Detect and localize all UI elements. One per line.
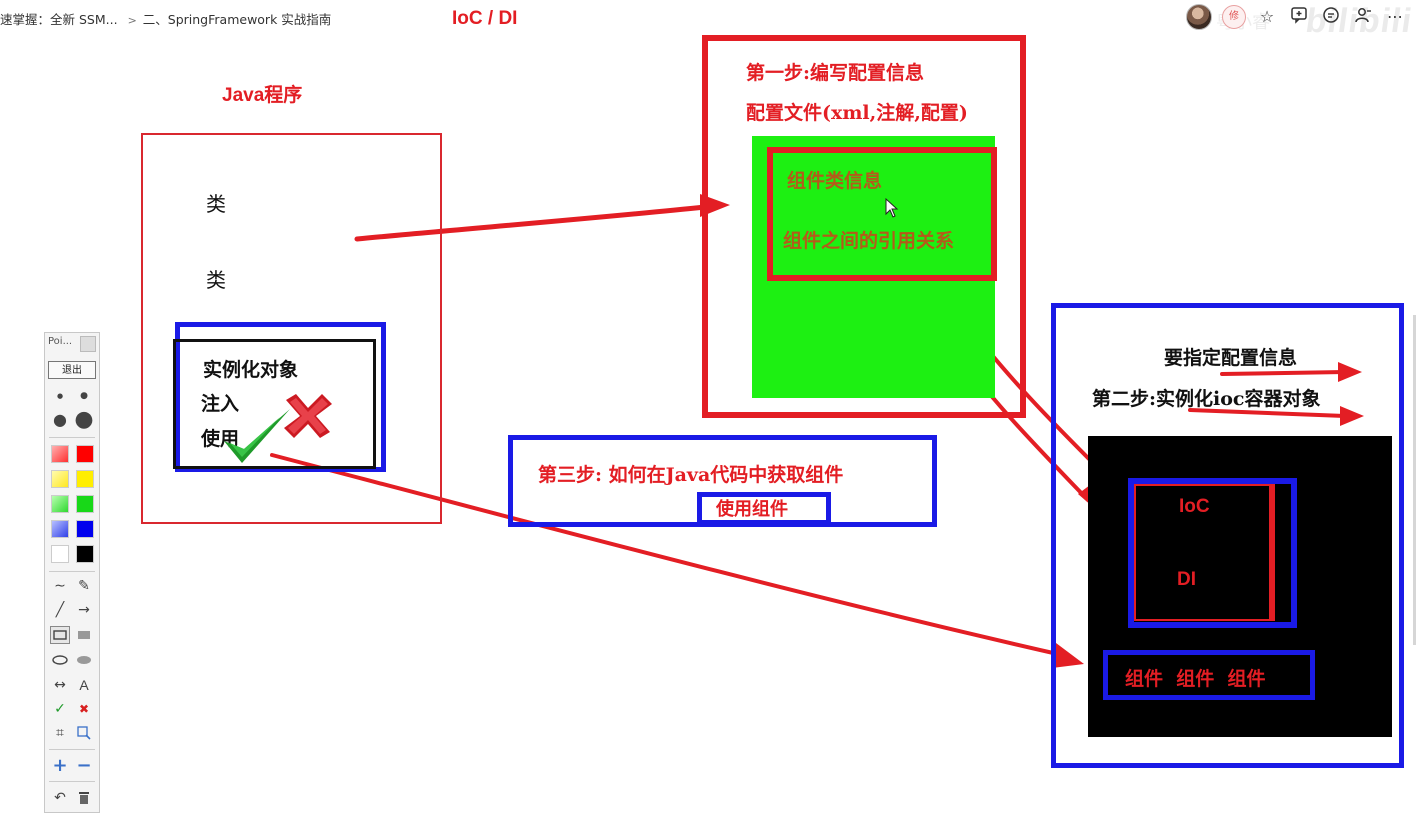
check-mark-icon[interactable]: ✓: [54, 701, 66, 717]
rectangle-icon[interactable]: [50, 626, 70, 644]
component-info-box: [767, 147, 997, 281]
breadcrumb: 速掌握：全新 SSM... > 二、SpringFramework 实战指南: [0, 9, 331, 28]
ioc-di-red-box: [1134, 484, 1275, 621]
chat-icon[interactable]: [1320, 6, 1342, 28]
pen-size-large-icon[interactable]: ●: [53, 409, 67, 429]
arrow-icon[interactable]: →: [78, 602, 90, 618]
swatch-white[interactable]: [51, 545, 69, 563]
config-green-area: [752, 136, 995, 398]
ioc-label: IoC: [1179, 496, 1210, 517]
pen-size-medium-icon[interactable]: ●: [80, 391, 88, 401]
avatar[interactable]: [1186, 4, 1212, 30]
exit-button[interactable]: 退出: [48, 361, 96, 379]
zoom-in-icon[interactable]: +: [52, 754, 68, 776]
more-icon[interactable]: ⋯: [1387, 7, 1403, 26]
close-icon: [284, 394, 332, 438]
step2-text: 第二步:实例化ioc容器对象: [1092, 388, 1321, 410]
usage-box-black: [173, 339, 376, 469]
components-blue-box: [1103, 650, 1315, 700]
swatch-yellow[interactable]: [76, 470, 94, 488]
swatch-green[interactable]: [76, 495, 94, 513]
component-info-text: 组件类信息: [787, 170, 883, 192]
line-icon[interactable]: ╱: [55, 602, 65, 618]
toolbox-title: Poi...: [48, 336, 73, 347]
swatch-light-red[interactable]: [51, 445, 69, 463]
page-title: IoC / DI: [452, 8, 518, 29]
component-references-text: 组件之间的引用关系: [783, 230, 955, 252]
check-icon: [224, 409, 290, 463]
usage-box-blue: [175, 322, 386, 472]
toolbox-divider: [49, 571, 95, 572]
filled-ellipse-icon[interactable]: [74, 651, 94, 669]
zoom-icon[interactable]: [74, 724, 94, 742]
class-label-1: 类: [206, 192, 226, 216]
freehand-icon[interactable]: ∼: [54, 578, 66, 594]
toolbox-close-button[interactable]: [80, 336, 96, 352]
use-component-text: 使用组件: [716, 499, 788, 520]
filled-rectangle-icon[interactable]: [74, 626, 94, 644]
ellipse-icon[interactable]: [50, 651, 70, 669]
pen-size-small-icon[interactable]: ●: [56, 392, 64, 400]
config-box: [702, 35, 1026, 418]
java-program-box: [141, 133, 442, 524]
swatch-light-blue[interactable]: [51, 520, 69, 538]
java-program-label: Java程序: [222, 85, 303, 106]
mouse-cursor-icon: [885, 198, 899, 218]
ioc-container-black: [1088, 436, 1392, 737]
class-label-2: 类: [206, 268, 226, 292]
swatch-black[interactable]: [76, 545, 94, 563]
comment-icon[interactable]: [1288, 6, 1310, 28]
zoom-out-icon[interactable]: −: [76, 754, 92, 776]
step1-label: 第一步:编写配置信息: [746, 62, 925, 84]
swatch-light-green[interactable]: [51, 495, 69, 513]
toolbox-divider: [49, 781, 95, 782]
pointer-toolbox: Poi... 退出 ● ● ● ● ∼ ✎ ╱ →: [44, 332, 100, 813]
step3-text: 第三步: 如何在Java代码中获取组件: [538, 464, 844, 486]
edit-badge[interactable]: 修: [1222, 5, 1246, 29]
scrollbar[interactable]: [1413, 315, 1416, 645]
swatch-light-yellow[interactable]: [51, 470, 69, 488]
undo-icon[interactable]: ↶: [54, 790, 66, 806]
usage-line-inject: 注入: [201, 393, 240, 415]
text-tool-icon[interactable]: A: [79, 677, 89, 693]
top-toolbar: 修 ☆ ⋯: [1186, 4, 1406, 30]
double-arrow-icon[interactable]: ↔: [54, 677, 66, 693]
ioc-di-blue-box: [1128, 478, 1297, 628]
pen-size-xlarge-icon[interactable]: ●: [74, 406, 94, 432]
chevron-right-icon: >: [127, 14, 137, 27]
user-settings-icon[interactable]: [1352, 6, 1374, 28]
trash-icon[interactable]: [74, 789, 94, 807]
swatch-blue[interactable]: [76, 520, 94, 538]
toolbox-divider: [49, 749, 95, 750]
breadcrumb-item-chapter[interactable]: 二、SpringFramework 实战指南: [142, 12, 332, 27]
crop-icon[interactable]: ⌗: [56, 725, 64, 741]
highlighter-icon[interactable]: ✎: [78, 578, 90, 594]
cross-mark-icon[interactable]: ✖: [78, 702, 90, 716]
top-bar: 速掌握：全新 SSM... > 二、SpringFramework 实战指南 IoC…: [0, 0, 1420, 40]
usage-line-instantiate: 实例化对象: [203, 359, 299, 381]
config-file-types: 配置文件(xml,注解,配置): [746, 102, 968, 124]
star-icon[interactable]: ☆: [1259, 7, 1275, 26]
specify-config-text: 要指定配置信息: [1164, 347, 1298, 369]
container-outer-box: [1051, 303, 1404, 768]
breadcrumb-item-course[interactable]: 速掌握：全新 SSM...: [0, 12, 118, 27]
use-component-box: [697, 492, 831, 525]
swatch-red[interactable]: [76, 445, 94, 463]
components-text: 组件 组件 组件: [1125, 668, 1266, 690]
di-label: DI: [1177, 569, 1196, 590]
toolbox-divider: [49, 437, 95, 438]
